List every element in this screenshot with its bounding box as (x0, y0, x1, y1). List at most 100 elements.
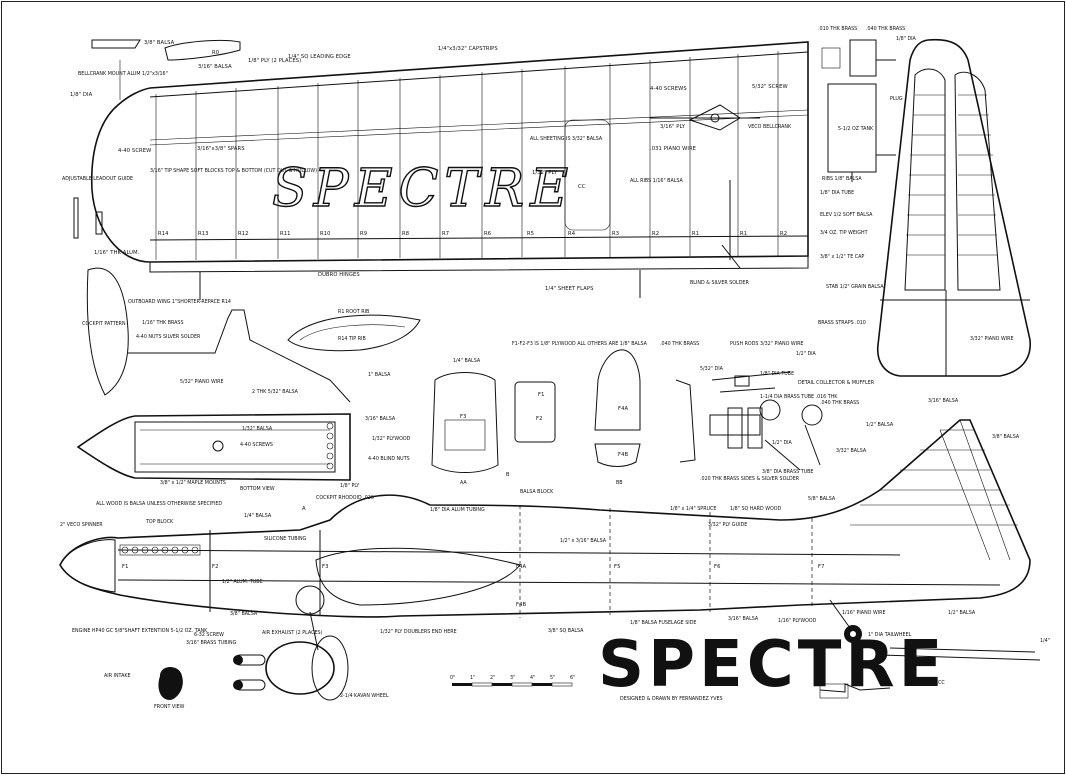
front-view-label: FRONT VIEW (154, 704, 185, 710)
title-block: SPECTRE DESIGNED & DRAWN BY FERNANDEZ YV… (598, 628, 942, 702)
tube-label: 1/8" DIA TUBE (820, 190, 854, 196)
fuselage-side: ALL WOOD IS BALSA UNLESS OTHERWISE SPECI… (59, 398, 1050, 710)
dia-12b-label: 1/2" DIA (772, 440, 793, 446)
push-rods-label: PUSH RODS 3/32" PIANO WIRE (730, 341, 803, 347)
silicone-label: SILICONE TUBING (264, 536, 307, 542)
wing-title: SPECTRE (272, 159, 574, 219)
alum-tubing-label: 1/8" DIA ALUM TUBING (430, 507, 485, 513)
sheeting-label: ALL SHEETING IS 3/32" BALSA (530, 136, 603, 142)
f4b-label: F4B (618, 452, 628, 458)
air-exhaust-label: AIR EXHAUST (2 PLACES) (262, 630, 323, 636)
outboard-label: OUTBOARD WING 1"SHORTER-REPACE R14 (128, 299, 231, 305)
brass-040-label: .040 THK BRASS (866, 26, 905, 32)
scale-tick-2: 2" (490, 675, 495, 681)
f5-fus-label: F5 (614, 564, 620, 570)
balsa-316-mid-label: 3/16" BALSA (365, 416, 396, 422)
brass-116-label: 1/16" THK BRASS (142, 320, 184, 326)
rib-r6: R6 (484, 231, 491, 237)
dubro-hinges-label: DUBRO HINGES (318, 272, 360, 278)
scale-tick-3: 3" (510, 675, 515, 681)
kavan-label: 2-1/4 KAVAN WHEEL (340, 693, 389, 699)
r0-label: R0 (212, 50, 219, 56)
adjustable-leadout-label: ADJUSTABLE LEADOUT GUIDE (62, 176, 133, 182)
ply-18-label: 1/8" PLY (340, 483, 359, 489)
balsa-132-label: 1/32" BALSA (242, 426, 273, 432)
middle-details: COCKPIT PATTERN OUTBOARD WING 1"SHORTER-… (76, 267, 875, 492)
brass-sides-label: .020 THK BRASS SIDES & SILVER SOLDER (700, 476, 800, 482)
dia-18-tube-label: 1/8" DIA TUBE (760, 371, 794, 377)
dia-18-label: 1/8" DIA (70, 92, 93, 98)
blind-nuts-label: 4-40 BLIND NUTS (368, 456, 410, 462)
balsa-50-label: 3/8" SQ BALSA (548, 628, 584, 634)
scale-tick-1: 1" (470, 675, 475, 681)
rib-r1-b: R1 (740, 231, 747, 237)
piano-532-label: 5/32" PIANO WIRE (180, 379, 224, 385)
scale-tick-4: 4" (530, 675, 535, 681)
engine-label: ENGINE HP40 GC 5/8"SHAFT EXTENTION 5-1/2… (72, 628, 208, 634)
quarter-label: 1/4" (1040, 638, 1050, 644)
ply-doublers-label: 1/32" PLY DOUBLERS END HERE (380, 629, 457, 635)
maple-label: 3/8" x 1/2" MAPLE MOUNTS (160, 480, 226, 486)
thk-alum-label: 1/16" THK ALUM. (94, 250, 140, 256)
rib-r10: R10 (320, 231, 331, 237)
rib-labels: R14 R13 R12 R11 R10 R9 R8 R7 R6 R5 R4 R3… (158, 231, 787, 237)
cc-section-label: CC (578, 184, 586, 190)
balsa-1-label: 1" BALSA (368, 372, 391, 378)
cockpit-pattern-label: COCKPIT PATTERN (82, 321, 126, 327)
scale-tick-0: 0" (450, 675, 455, 681)
plug-label: PLUG (890, 96, 903, 102)
balsa-14-label: 1/4" BALSA (453, 358, 481, 364)
ribs-label: RIBS 1/8" BALSA (822, 176, 862, 182)
veco-bellcrank-label: VECO BELLCRANK (748, 124, 792, 130)
scale-tick-5: 5" (550, 675, 555, 681)
balsa-332-label: 3/32" BALSA (836, 448, 867, 454)
balsa-12-tail-label: 1/2" BALSA (866, 422, 894, 428)
balsa-12-label: 1/2" BALSA (948, 610, 976, 616)
credit-label: DESIGNED & DRAWN BY FERNANDEZ YVES (620, 696, 723, 702)
thk-balsa-label: 2 THK 5/32" BALSA (252, 389, 299, 395)
rib-r13: R13 (198, 231, 209, 237)
piano-116-label: 1/16" PIANO WIRE (842, 610, 886, 616)
plywood-116-label: 1/16" PLYWOOD (778, 618, 817, 624)
b-mark: B (506, 472, 510, 478)
f3-fus-label: F3 (322, 564, 328, 570)
ply-guide-label: 3/32" PLY GUIDE (708, 522, 747, 528)
tip-weight-label: 3/4 OZ. TIP WEIGHT (820, 230, 868, 236)
exhaust-detail (233, 654, 266, 691)
air-intake-label: AIR INTAKE (104, 673, 131, 679)
f1-fus-label: F1 (122, 564, 128, 570)
cockpit-label: COCKPIT RHODOID .020 (316, 495, 374, 501)
ply-132-label: 1/32" PLY (532, 170, 558, 176)
balsa-12-316-label: 1/2" x 3/16" BALSA (560, 538, 607, 544)
r14-tip-label: R14 TIP RIB (338, 336, 366, 342)
rib-r2-b: R2 (780, 231, 787, 237)
tank-size-label: 5-1/2 OZ TANK (838, 126, 874, 132)
balsa-316-fus-label: 3/16" BALSA (728, 616, 759, 622)
bellcrank-mount-label: BELLCRANK MOUNT ALUM 1/2"x3/16" (78, 71, 168, 77)
bb-label: BB (616, 480, 623, 486)
screw-532-label: 5/32" SCREW (752, 84, 788, 90)
balsa-38-fus-label: 3/8" BALSA (230, 611, 258, 617)
straps-label: BRASS STRAPS .010 (818, 320, 866, 326)
tank-dia-label: 1/8" DIA (896, 36, 917, 42)
rib-r7: R7 (442, 231, 449, 237)
alum-tube-label: 1/2" ALUM. TUBE (222, 579, 263, 585)
nuts-label: 4-40 NUTS SILVER SOLDER (136, 334, 201, 340)
stab-label: STAB 1/2" GRAIN BALSA (826, 284, 884, 290)
rib-r11: R11 (280, 231, 291, 237)
hard-wood-label: 1/8" SQ HARD WOOD (730, 506, 782, 512)
brass-tube-label: 1-1/4 DIA BRASS TUBE .016 THK (760, 394, 838, 400)
cc-tail-label: CC (938, 680, 945, 686)
ply-316-label: 3/16" PLY (660, 124, 686, 130)
elev-label: ELEV 1/2 SOFT BALSA (820, 212, 873, 218)
f1-label: F1 (538, 392, 544, 398)
f3-label: F3 (460, 414, 466, 420)
bottom-view-label: BOTTOM VIEW (240, 486, 275, 492)
aa-label: AA (460, 480, 467, 486)
sheet-flaps-label: 1/4" SHEET FLAPS (545, 286, 594, 292)
spruce-label: 1/8" x 1/4" SPRUCE (670, 506, 716, 512)
balsa-38-tail-label: 3/8" BALSA (992, 434, 1020, 440)
screw-632-label: 6-32 SCREW (194, 632, 224, 638)
rib-r3: R3 (612, 231, 619, 237)
balsa-block-label: BALSA BLOCK (520, 489, 554, 495)
